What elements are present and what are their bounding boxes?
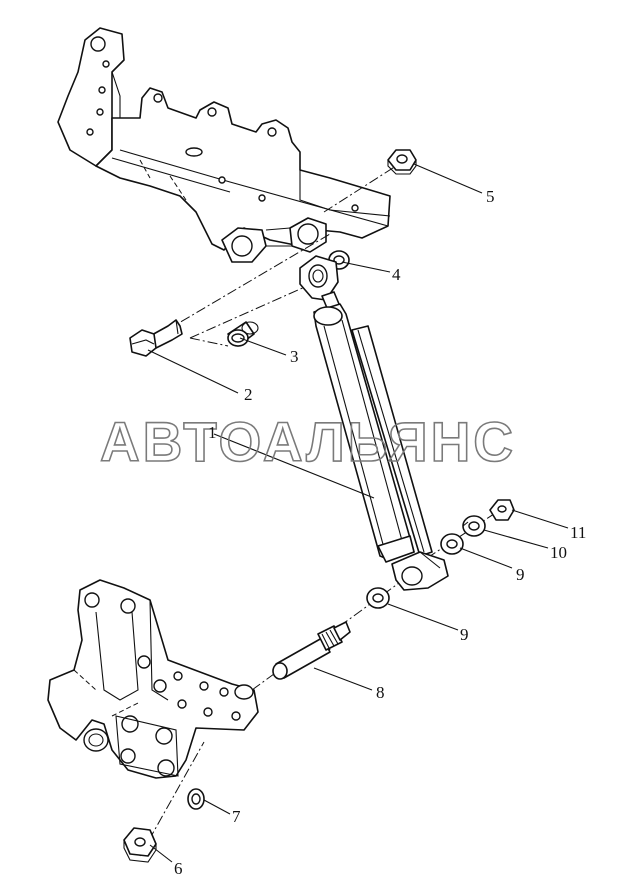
callout-7: 7 bbox=[232, 807, 241, 826]
leader-6 bbox=[149, 844, 173, 863]
hydraulic-cylinder-1 bbox=[299, 255, 449, 591]
axis-line-bushing bbox=[189, 337, 229, 347]
leader-1 bbox=[213, 433, 375, 499]
nut-5 bbox=[387, 149, 417, 175]
leader-3 bbox=[239, 337, 287, 356]
lower-mounting-bracket bbox=[47, 579, 259, 779]
leader-7 bbox=[203, 799, 231, 815]
axis-line-upper-pin-2 bbox=[189, 281, 317, 339]
callout-2: 2 bbox=[244, 385, 253, 404]
leader-2 bbox=[147, 349, 239, 394]
callout-6: 6 bbox=[174, 859, 183, 878]
leader-11 bbox=[511, 509, 569, 529]
callout-11: 11 bbox=[570, 523, 586, 542]
washer-10 bbox=[462, 515, 486, 537]
callout-labels: 1 2 3 4 5 6 7 8 9 9 10 11 bbox=[174, 187, 586, 878]
nut-6 bbox=[123, 827, 157, 863]
upper-mounting-bracket bbox=[57, 27, 391, 263]
leader-lines bbox=[147, 163, 569, 863]
callout-1: 1 bbox=[208, 423, 217, 442]
leader-4 bbox=[341, 261, 391, 273]
callout-4: 4 bbox=[392, 265, 401, 284]
callout-9a: 9 bbox=[516, 565, 525, 584]
washer-9-lower bbox=[366, 587, 390, 609]
callout-8: 8 bbox=[376, 683, 385, 702]
washer-7 bbox=[187, 788, 205, 810]
callout-9b: 9 bbox=[460, 625, 469, 644]
leader-10 bbox=[483, 529, 549, 549]
callout-10: 10 bbox=[550, 543, 567, 562]
axis-line-upper-pin bbox=[149, 233, 331, 341]
leader-5 bbox=[413, 163, 483, 194]
leader-9b bbox=[387, 603, 459, 631]
callout-3: 3 bbox=[290, 347, 299, 366]
watermark-text: АВТОАЛЬЯНС bbox=[100, 410, 516, 473]
nut-11 bbox=[489, 499, 515, 521]
bushing-3 bbox=[227, 321, 259, 347]
leader-9a bbox=[459, 547, 513, 569]
stud-pin-8 bbox=[272, 621, 351, 680]
washer-9-upper bbox=[440, 533, 464, 555]
axis-line-nut-5 bbox=[323, 165, 397, 213]
leader-8 bbox=[313, 667, 373, 691]
bolt-2 bbox=[129, 319, 183, 357]
callout-5: 5 bbox=[486, 187, 495, 206]
